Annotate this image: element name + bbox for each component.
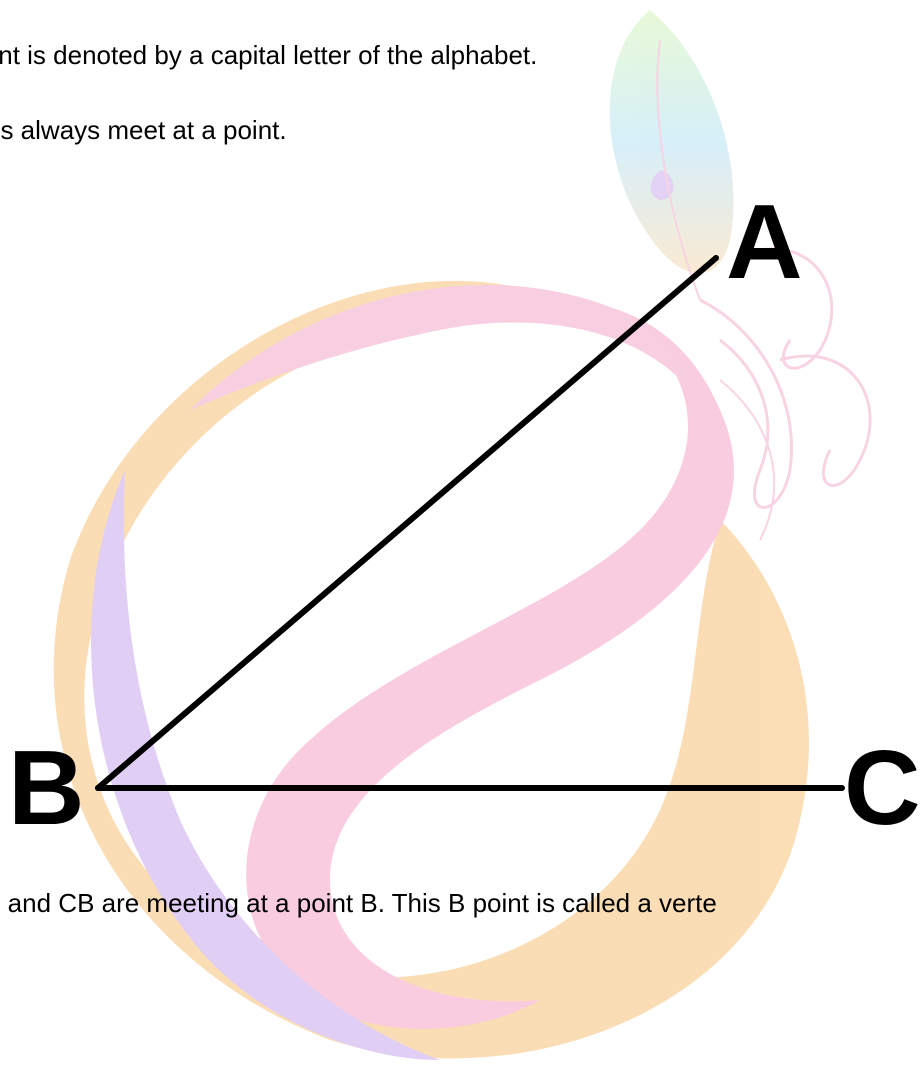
ray-ba (95, 255, 719, 791)
watermark-arc-purple (91, 470, 440, 1060)
vertex-label-c: C (844, 729, 921, 847)
text-point-definition: oint is denoted by a capital letter of t… (0, 40, 538, 70)
watermark-feather (609, 10, 872, 541)
vertex-label-a: A (726, 183, 803, 301)
text-rays-meet: es always meet at a point. (0, 115, 287, 145)
watermark-swirl-pink (246, 300, 734, 1029)
watermark-band-pink (190, 284, 690, 410)
text-vertex-explanation: 3 and CB are meeting at a point B. This … (0, 888, 717, 918)
vertex-label-b: B (8, 729, 85, 847)
